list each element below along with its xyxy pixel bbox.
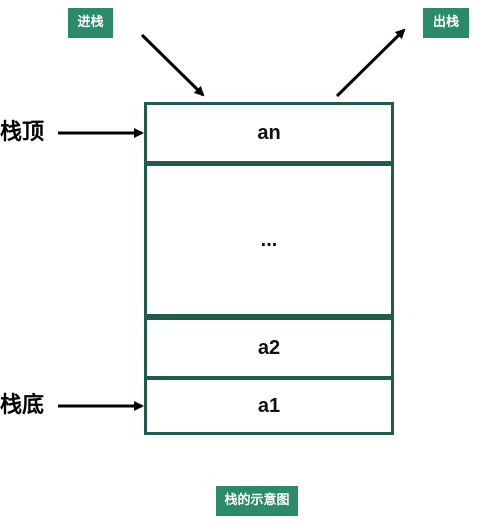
pop-badge: 出栈: [423, 8, 469, 38]
stack-cell-an: an: [257, 121, 281, 144]
push-arrow: [140, 33, 205, 97]
pop-arrow: [335, 28, 406, 98]
diagram-caption: 栈的示意图: [216, 486, 298, 516]
stack-bottom-label: 栈底: [0, 393, 45, 418]
stack-top-label: 栈顶: [0, 120, 45, 145]
stack-divider: [147, 161, 391, 166]
push-badge: 进栈: [68, 8, 113, 38]
stack-cell-a1: a1: [257, 394, 281, 417]
stack-cell-ellipsis: ...: [260, 228, 278, 251]
stack-divider: [147, 314, 391, 320]
stack-container: an ... a2 a1: [144, 102, 394, 435]
stack-divider: [147, 376, 391, 380]
stack-cell-a2: a2: [257, 336, 281, 359]
